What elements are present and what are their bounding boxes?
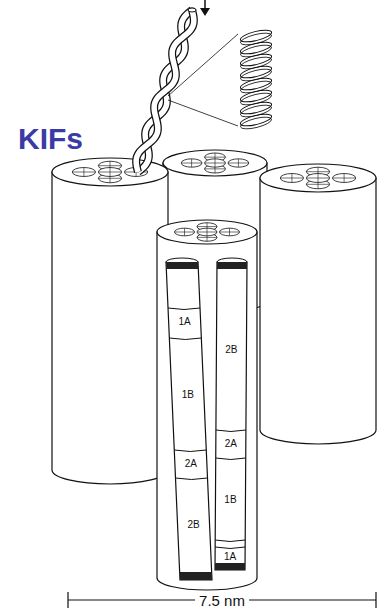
strand-end (188, 8, 196, 12)
segment-label: 1A (178, 317, 192, 327)
segment-boundary (168, 308, 200, 310)
cylinder-top (260, 164, 376, 192)
rod-dark-band (166, 262, 198, 269)
rod-body (166, 262, 212, 580)
helix-turn (239, 31, 272, 47)
segment-label: 1A (223, 552, 237, 562)
structure-label: KIFs (18, 124, 83, 154)
segment-boundary (176, 478, 208, 480)
helix-turn (239, 79, 272, 95)
subunit-circle (205, 159, 226, 167)
cylinder (52, 158, 168, 484)
segment-boundary (169, 338, 201, 340)
subunit-cross (306, 174, 329, 183)
subunit-circle (280, 174, 303, 183)
helix-turn (239, 55, 272, 71)
cylinder-body (157, 232, 257, 590)
helix-turn (239, 115, 272, 131)
helix-turn (239, 91, 272, 107)
strand-outline (136, 10, 194, 172)
segment-boundary (215, 547, 245, 549)
subunit-circle (72, 168, 95, 177)
cylinder-body (260, 178, 376, 444)
segment-label: 2B (224, 345, 238, 355)
zoom-line (168, 34, 238, 126)
subunit-circle (306, 174, 329, 183)
helix-turn (239, 67, 272, 83)
subunit-circle (181, 159, 202, 167)
rod-body (215, 262, 247, 570)
segment-boundary (215, 540, 245, 542)
segment-boundary (216, 430, 246, 432)
subunit-circle (220, 228, 240, 236)
subunit-cross (228, 159, 249, 167)
helix-turn (239, 103, 272, 119)
dimension-label: 7.5 nm (195, 593, 249, 608)
helix-turn (239, 112, 272, 128)
rod (166, 258, 212, 580)
cylinder (260, 164, 376, 444)
subunit-circle (333, 174, 356, 183)
segment-boundary (174, 450, 206, 452)
rod-dark-band (217, 262, 247, 269)
segment-label: 1B (181, 390, 195, 400)
subunit-cross (197, 228, 217, 236)
subunit-cross (280, 174, 303, 183)
subunit-cross (181, 159, 202, 167)
segment-label: 2B (186, 520, 200, 530)
segment-label: 1B (223, 495, 237, 505)
subunit-circle (98, 168, 121, 177)
rod-dark-band (180, 572, 212, 580)
strand-end (188, 8, 196, 12)
subunit-circle (228, 159, 249, 167)
segment-label: 2A (184, 459, 198, 469)
segment-boundary (216, 458, 246, 460)
subunit-circle (175, 228, 195, 236)
cylinder (157, 220, 257, 590)
subunit-cross (175, 228, 195, 236)
subunit-cross (98, 168, 121, 177)
cylinder-body (52, 172, 168, 484)
helix-turn (239, 43, 272, 59)
subunit-cross (333, 174, 356, 183)
rod-dark-band (215, 563, 245, 570)
pointer-arrow-head (200, 8, 210, 16)
segment-label: 2A (224, 439, 238, 449)
strand-fill (136, 10, 194, 172)
rod (215, 258, 247, 570)
subunit-cross (220, 228, 240, 236)
subunit-cross (72, 168, 95, 177)
cylinder-top (163, 150, 267, 176)
subunit-cross (205, 159, 226, 167)
cylinder-top (157, 220, 257, 244)
subunit-circle (197, 228, 217, 236)
dimension-line (68, 592, 376, 608)
